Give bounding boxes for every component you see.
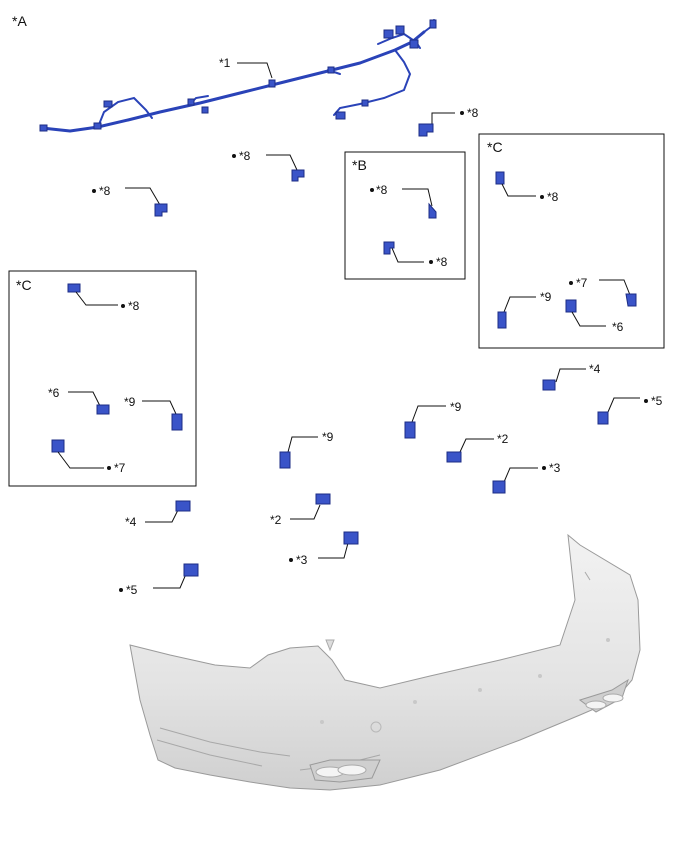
svg-text:*7: *7 xyxy=(114,461,126,475)
inset-b: *B *8 *8 xyxy=(344,151,466,280)
svg-text:*8: *8 xyxy=(376,183,388,197)
svg-text:*9: *9 xyxy=(124,395,136,409)
callout-3-left: *3 xyxy=(289,531,359,567)
inset-c-right: *C *8 *7 *9 *6 xyxy=(478,133,665,349)
svg-text:*3: *3 xyxy=(296,553,308,567)
svg-text:*9: *9 xyxy=(322,430,334,444)
svg-text:*7: *7 xyxy=(576,276,588,290)
inset-c-left: *C *8 *6 *9 *7 xyxy=(8,270,197,487)
rear-bumper xyxy=(129,533,641,791)
callout-5-right: *5 xyxy=(597,394,663,425)
svg-text:*4: *4 xyxy=(589,362,601,376)
svg-text:*C: *C xyxy=(487,139,503,155)
callout-2-right: *2 xyxy=(446,432,509,463)
svg-text:*B: *B xyxy=(352,157,367,173)
leader-1 xyxy=(237,62,273,79)
svg-text:*8: *8 xyxy=(467,106,479,120)
callout-8-b: *8 xyxy=(232,149,305,182)
svg-text:*8: *8 xyxy=(436,255,448,269)
svg-text:*8: *8 xyxy=(99,184,111,198)
svg-text:*6: *6 xyxy=(48,386,60,400)
svg-text:*2: *2 xyxy=(270,513,282,527)
label-1: *1 xyxy=(219,56,231,70)
svg-text:*3: *3 xyxy=(549,461,561,475)
svg-text:*9: *9 xyxy=(540,290,552,304)
callout-4-left: *4 xyxy=(125,500,191,529)
svg-text:*6: *6 xyxy=(612,320,624,334)
svg-text:*2: *2 xyxy=(497,432,509,446)
callout-5-left: *5 xyxy=(119,563,199,597)
svg-text:*9: *9 xyxy=(450,400,462,414)
svg-text:*4: *4 xyxy=(125,515,137,529)
svg-text:*8: *8 xyxy=(239,149,251,163)
callout-4-right: *4 xyxy=(542,362,601,391)
callout-9-left: *9 xyxy=(279,430,334,469)
view-label: *A xyxy=(12,13,27,29)
callout-8-c: *8 xyxy=(92,184,168,217)
svg-text:*8: *8 xyxy=(547,190,559,204)
svg-text:*5: *5 xyxy=(651,394,663,408)
callout-8-a: *8 xyxy=(418,106,479,137)
callout-9-mid: *9 xyxy=(404,400,462,439)
svg-text:*8: *8 xyxy=(128,299,140,313)
callout-3-right: *3 xyxy=(492,461,561,494)
svg-text:*C: *C xyxy=(16,277,32,293)
svg-text:*5: *5 xyxy=(126,583,138,597)
wire-harness xyxy=(39,19,437,133)
callout-2-left: *2 xyxy=(270,493,331,527)
